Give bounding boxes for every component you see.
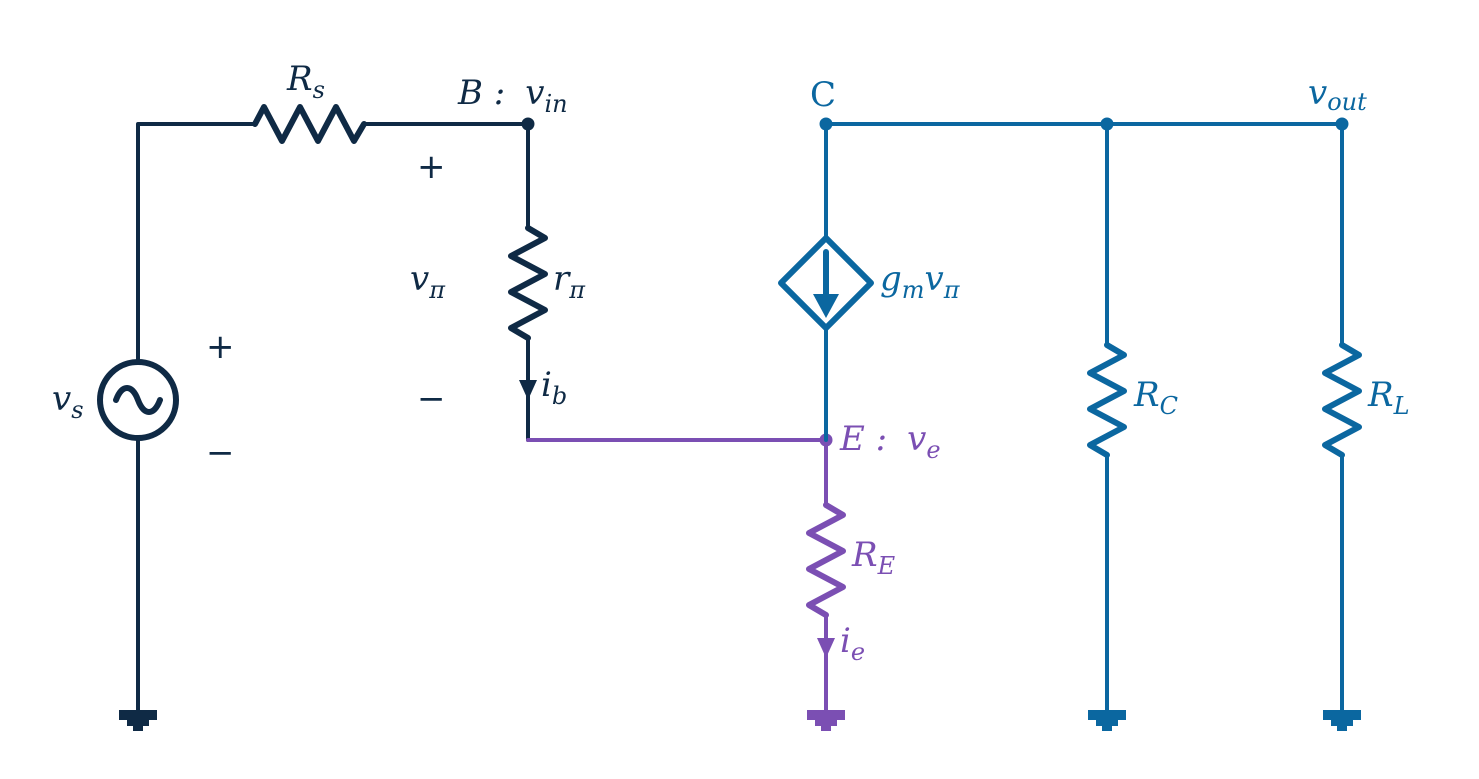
ac-source-sine-icon — [113, 385, 163, 415]
ve-label-main: v — [907, 419, 926, 459]
gm-label-main: g — [880, 259, 902, 299]
ie-label: ie — [840, 621, 865, 666]
emitter-node-label: E : ve — [839, 419, 941, 464]
rs-label-sub: s — [313, 76, 325, 104]
dependent-current-source — [778, 235, 874, 331]
emitter-network — [526, 433, 846, 731]
vs-label-main: v — [52, 379, 71, 419]
rl-resistor — [1322, 342, 1362, 458]
base-wire — [362, 122, 530, 230]
base-node-label: B : vin — [457, 73, 568, 118]
re-label: RE — [851, 535, 896, 580]
plus-source-sign: + — [206, 327, 235, 367]
rl-label-main: R — [1367, 375, 1394, 415]
rpi-label-main: r — [553, 259, 571, 299]
rc-node-dot — [1100, 117, 1114, 131]
vin-label-sub: in — [544, 90, 567, 118]
vin-label-main: v — [525, 73, 544, 113]
collector-node-dot — [819, 117, 833, 131]
rs-label: Rs — [286, 59, 325, 104]
vout-node-dot — [1335, 117, 1349, 131]
rs-resistor — [252, 104, 367, 144]
rpi-resistor — [508, 225, 548, 341]
rl-label: RL — [1367, 375, 1410, 420]
minus-vpi-sign: − — [417, 379, 446, 419]
gm-v-label-sub: π — [943, 276, 961, 304]
rs-label-main: R — [286, 59, 313, 99]
ie-arrow — [817, 638, 835, 658]
plus-vpi-sign: + — [417, 147, 446, 187]
emitter-wire — [526, 438, 828, 507]
vout-label: vout — [1308, 73, 1367, 116]
rl-ground-icon — [1323, 710, 1361, 731]
vpi-label-main: v — [410, 259, 429, 299]
re-label-sub: E — [877, 552, 896, 580]
base-node-text: B : — [457, 73, 505, 113]
ie-label-sub: e — [851, 638, 865, 666]
vpi-label: vπ — [410, 259, 446, 304]
emitter-node-text: E : — [839, 419, 887, 459]
gm-vpi-label: gmvπ — [880, 259, 961, 304]
vs-label: vs — [52, 379, 84, 424]
source-wire-upper — [136, 122, 257, 362]
emitter-ground-icon — [807, 710, 845, 731]
re-label-main: R — [851, 535, 878, 575]
gm-v-label-main: v — [925, 259, 944, 299]
rl-label-sub: L — [1393, 392, 1410, 420]
vpi-label-sub: π — [428, 276, 446, 304]
input-network — [97, 104, 548, 731]
re-resistor — [806, 502, 846, 618]
base-node-dot — [521, 117, 535, 131]
vout-label-main: v — [1308, 73, 1327, 113]
rpi-label-sub: π — [568, 276, 586, 304]
ie-label-main: i — [840, 621, 851, 661]
output-network — [778, 117, 1362, 731]
minus-source-sign: − — [206, 433, 235, 473]
vout-label-sub: out — [1327, 88, 1367, 116]
rc-label: RC — [1133, 375, 1178, 420]
ib-label-main: i — [541, 365, 552, 405]
dependent-source-arrow-head — [813, 294, 839, 318]
ib-label-sub: b — [552, 382, 567, 410]
emitter-labels: E :ve RE ie — [839, 419, 941, 666]
rc-ground-icon — [1088, 710, 1126, 731]
ib-arrow — [519, 380, 537, 400]
collector-node-label: C — [810, 75, 836, 115]
rpi-label: rπ — [553, 259, 586, 304]
vs-label-sub: s — [71, 396, 83, 424]
rc-label-main: R — [1133, 375, 1160, 415]
output-labels: C gmvπ RC RL vout — [810, 73, 1410, 420]
source-ground-icon — [119, 710, 157, 731]
rc-label-sub: C — [1160, 392, 1178, 420]
ve-label-sub: e — [926, 436, 940, 464]
input-labels: vs Rs B :vin vπ rπ ib + − + − — [52, 59, 586, 473]
ib-label: ib — [541, 365, 567, 410]
gm-label-sub: m — [902, 276, 925, 304]
rc-resistor — [1087, 342, 1127, 458]
